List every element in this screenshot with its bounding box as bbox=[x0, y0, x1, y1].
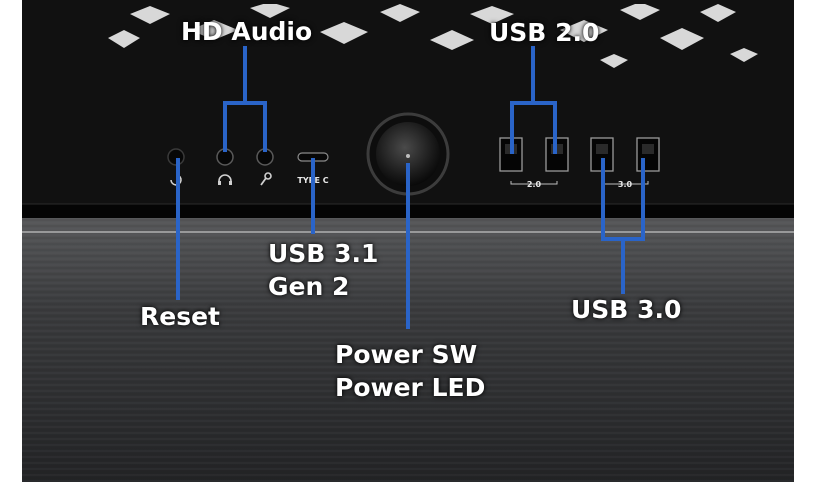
hd-audio-label: HD Audio bbox=[181, 17, 313, 46]
gen-2-line: Gen 2 bbox=[268, 272, 350, 301]
usb-3-1-gen-2-label: USB 3.1 Gen 2 bbox=[268, 237, 378, 303]
usb-3-0-label: USB 3.0 bbox=[571, 295, 682, 324]
vent-grille bbox=[108, 2, 758, 68]
power-sw-line: Power SW bbox=[335, 340, 478, 369]
usb-2-0-tag: 2.0 bbox=[527, 180, 542, 189]
hd-audio-callout bbox=[223, 46, 267, 152]
reset-label: Reset bbox=[140, 302, 220, 331]
usb-2-0-label: USB 2.0 bbox=[489, 18, 600, 47]
microphone-icon bbox=[260, 172, 272, 186]
usb-2-0-callout bbox=[510, 46, 557, 154]
usb-3-1-line: USB 3.1 bbox=[268, 239, 379, 268]
power-led bbox=[406, 154, 410, 158]
callout-lines bbox=[176, 46, 645, 329]
usb-3-0-tag: 3.0 bbox=[618, 180, 633, 189]
headphone-icon bbox=[218, 174, 232, 184]
power-sw-led-label: Power SW Power LED bbox=[335, 338, 485, 404]
power-led-line: Power LED bbox=[335, 373, 486, 402]
usb-3-0-callout bbox=[601, 158, 645, 294]
